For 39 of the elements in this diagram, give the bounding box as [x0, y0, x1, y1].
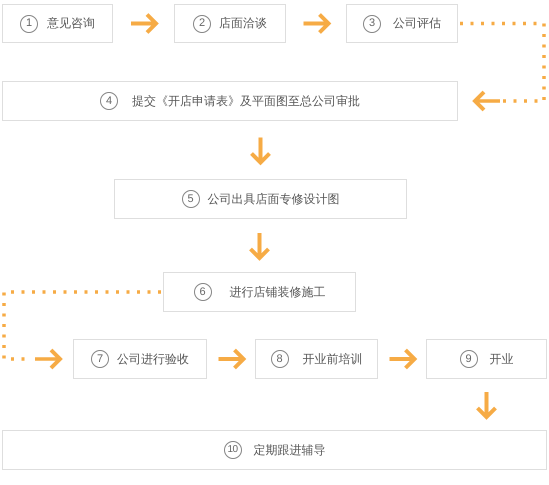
arrow [390, 348, 416, 370]
arrow [250, 138, 272, 164]
step-box [255, 339, 378, 379]
step-box [426, 339, 547, 379]
step-number: 2 [193, 14, 211, 32]
arrow [304, 12, 330, 34]
step-number: 4 [100, 92, 118, 110]
step-label: 定期跟进辅导 [254, 442, 326, 458]
step-label: 公司出具店面专修设计图 [208, 192, 340, 206]
step-label: 公司评估 [393, 16, 441, 31]
step-box [73, 339, 207, 379]
step-box [2, 430, 547, 470]
step-box [174, 4, 286, 43]
step-number: 8 [270, 350, 288, 368]
step-box [2, 81, 458, 121]
step-label: 进行店铺装修施工 [230, 284, 326, 300]
step-label: 开业 [490, 352, 514, 366]
step-box [346, 4, 458, 43]
step-number: 7 [91, 350, 109, 368]
step-number: 3 [363, 14, 381, 32]
step-label: 提交《开店申请表》及平面图至总公司审批 [132, 94, 360, 108]
dotted-arrow [460, 22, 546, 112]
step-number: 1 [20, 14, 38, 32]
arrow [248, 233, 270, 260]
step-label: 店面洽谈 [219, 16, 267, 31]
arrow [476, 392, 498, 419]
step-label: 开业前培训 [302, 352, 362, 366]
step-number: 6 [194, 283, 212, 301]
step-box [2, 4, 113, 43]
step-number: 9 [460, 350, 478, 368]
dotted-arrow [2, 290, 161, 370]
step-label: 意见咨询 [47, 16, 95, 31]
step-number: 5 [182, 190, 200, 208]
step-label: 公司进行验收 [117, 352, 189, 366]
step-number: 10 [224, 441, 242, 459]
step-box [163, 272, 356, 312]
step-box [114, 179, 407, 219]
arrow [218, 348, 246, 370]
arrow [131, 12, 158, 34]
